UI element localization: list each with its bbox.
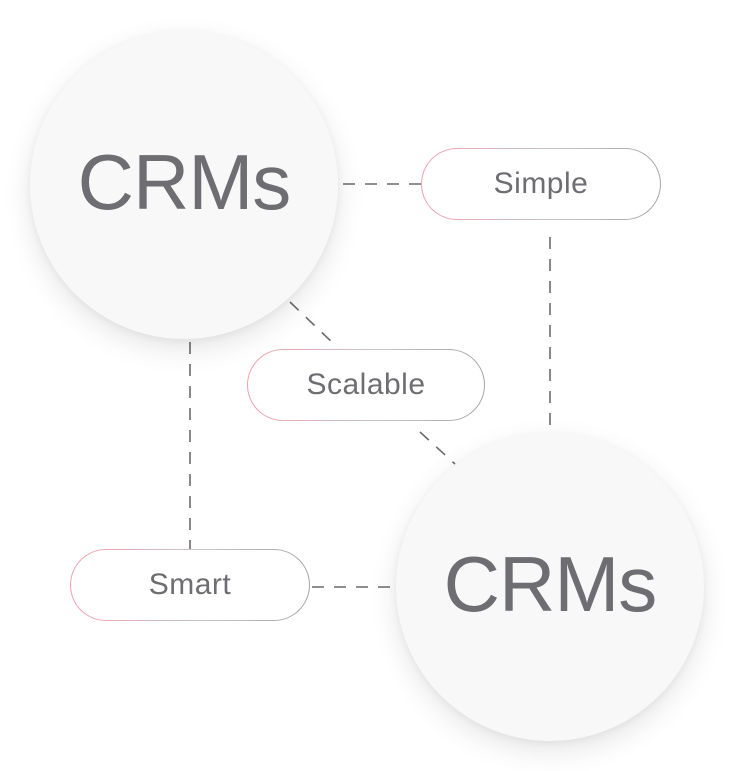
connector-scalable-to-bottom-crm <box>419 431 456 465</box>
crm-node-top-label: CRMs <box>77 138 292 226</box>
tag-smart: Smart <box>70 549 310 621</box>
tag-smart-label: Smart <box>148 568 232 601</box>
tag-simple-label: Simple <box>493 167 589 200</box>
crm-node-bottom: CRMs <box>396 433 704 741</box>
tag-scalable-label: Scalable <box>306 368 426 401</box>
crm-node-top: CRMs <box>30 31 338 339</box>
tag-simple: Simple <box>421 148 661 220</box>
connector-top-crm-to-scalable <box>289 301 338 348</box>
crm-node-bottom-label: CRMs <box>443 540 658 628</box>
tag-scalable: Scalable <box>247 349 485 421</box>
